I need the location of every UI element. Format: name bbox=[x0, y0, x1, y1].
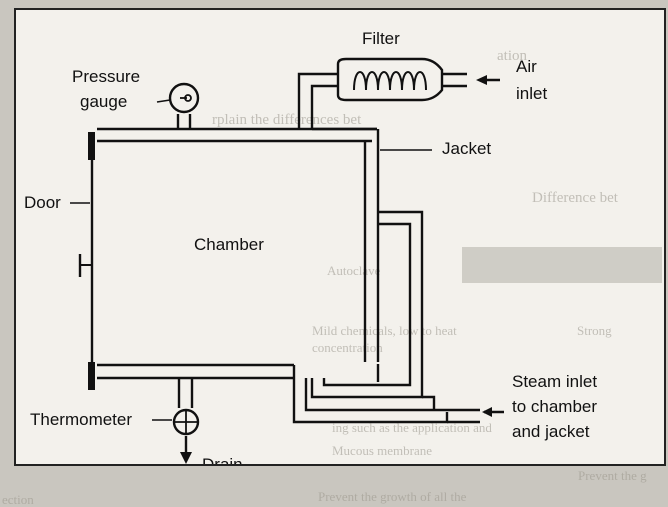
bg-row1b: concentration bbox=[312, 340, 383, 355]
bg-right1: Strong bbox=[577, 323, 612, 338]
filter-body bbox=[336, 57, 444, 102]
bg-text-line1: ation bbox=[497, 48, 527, 64]
bg-text-line2: rplain the differences bet bbox=[212, 112, 362, 128]
air-pipe-outer bbox=[297, 72, 338, 129]
leader-gauge bbox=[156, 99, 171, 103]
bg-left1: ection bbox=[2, 492, 34, 507]
diagram-panel: ation rplain the differences bet Differe… bbox=[14, 8, 666, 466]
drain-assembly bbox=[172, 378, 200, 454]
label-chamber: Chamber bbox=[194, 235, 264, 254]
label-filter: Filter bbox=[362, 29, 400, 48]
pressure-gauge bbox=[168, 82, 200, 129]
jacket-outer-loop bbox=[310, 210, 424, 399]
label-steam-inlet-1: Steam inlet bbox=[512, 372, 597, 391]
leader-lines bbox=[70, 99, 432, 421]
label-steam-inlet-3: and jacket bbox=[512, 422, 590, 441]
label-air-inlet-1: Air bbox=[516, 57, 537, 76]
bg-text-line3: Difference bet bbox=[532, 190, 619, 206]
label-pressure-gauge-2: gauge bbox=[80, 92, 127, 111]
label-door: Door bbox=[24, 193, 61, 212]
steam-pipe-inner bbox=[304, 378, 434, 412]
autoclave-door bbox=[78, 132, 95, 390]
bg-row3a: Prevent the growth of all the bbox=[318, 489, 467, 504]
bg-row2a: ing such as the application and bbox=[332, 420, 492, 435]
bg-row2b: Mucous membrane bbox=[332, 443, 432, 458]
label-thermometer: Thermometer bbox=[30, 410, 132, 429]
drain-arrow-head bbox=[180, 452, 192, 464]
diagram-labels: Filter Air inlet Pressure gauge Jacket D… bbox=[24, 29, 597, 464]
label-steam-inlet-2: to chamber bbox=[512, 397, 597, 416]
label-air-inlet-2: inlet bbox=[516, 84, 547, 103]
steam-pipe-outer bbox=[292, 365, 449, 424]
steam-arrow-head bbox=[482, 407, 492, 417]
label-drain: Drain bbox=[202, 455, 243, 464]
steam-jacket bbox=[292, 127, 480, 424]
air-inlet-arrow bbox=[476, 75, 500, 85]
door-hinge-top bbox=[88, 132, 95, 160]
steam-inlet-arrow bbox=[482, 407, 504, 417]
filter-coil bbox=[353, 71, 427, 91]
label-jacket: Jacket bbox=[442, 139, 491, 158]
bg-right2: Prevent the g bbox=[578, 468, 647, 483]
bg-table-header: Autoclave bbox=[327, 263, 381, 278]
bg-table-header-band bbox=[462, 247, 662, 283]
bg-row1a: Mild chemicals, low to heat bbox=[312, 323, 457, 338]
autoclave-chamber bbox=[97, 127, 380, 380]
jacket-inner-loop bbox=[322, 222, 412, 387]
steam-pipe-riser bbox=[422, 395, 436, 410]
gauge-dial bbox=[168, 82, 200, 114]
autoclave-diagram: ation rplain the differences bet Differe… bbox=[24, 29, 662, 464]
door-hinge-bottom bbox=[88, 362, 95, 390]
label-pressure-gauge-1: Pressure bbox=[72, 67, 140, 86]
bottom-strip: ection Prevent the growth of all the Pre… bbox=[2, 468, 647, 507]
air-inlet-assembly bbox=[297, 57, 467, 129]
air-pipe-inner bbox=[310, 84, 338, 129]
air-arrow-head bbox=[476, 75, 487, 85]
